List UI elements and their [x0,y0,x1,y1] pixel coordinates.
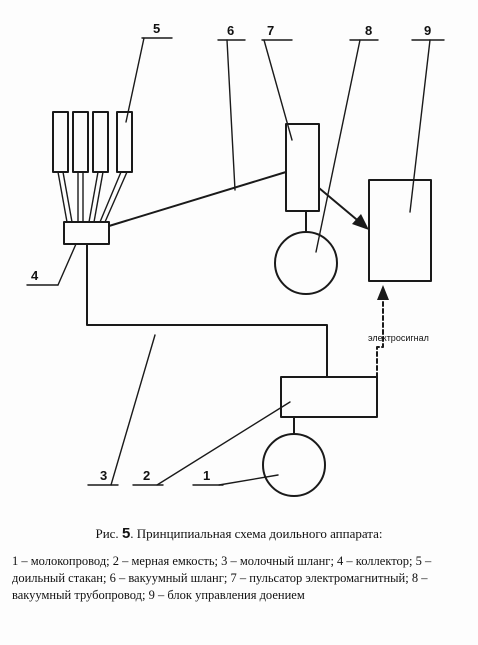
short-milk-tubes [57,171,128,223]
milking-machine-diagram: электросигнал 5 6 7 8 9 [26,21,445,497]
teat-cups [52,111,133,173]
vacuum-pipeline [274,231,338,295]
collector [63,221,110,245]
control-unit [368,179,432,282]
figure-caption: Рис. 5. Принципиальная схема доильного а… [0,525,478,542]
pulsator [285,123,320,212]
teat-cup-3 [92,111,109,173]
milk-line [262,433,326,497]
callouts: 5 6 7 8 9 4 3 [26,21,445,486]
label-9: 9 [424,23,431,38]
caption-prefix: Рис. [95,526,119,541]
label-6: 6 [227,23,234,38]
control-arrow-head [352,214,369,230]
caption-text: . Принципиальная схема доильного аппарат… [130,526,383,541]
label-4: 4 [31,268,39,283]
label-1: 1 [203,468,210,483]
control-arrow [318,187,363,225]
label-2: 2 [143,468,150,483]
label-5: 5 [153,21,160,36]
teat-cup-2 [72,111,89,173]
milk-hose [86,243,328,378]
vacuum-hose [108,171,287,227]
label-7: 7 [267,23,274,38]
electrosignal-arrow-head [377,285,389,300]
caption-number: 5 [121,525,131,542]
measuring-tank [280,376,378,418]
electrosignal-label: электросигнал [368,333,429,343]
label-3: 3 [100,468,107,483]
label-8: 8 [365,23,372,38]
figure-legend: 1 – молокопровод; 2 – мерная емкость; 3 … [12,554,432,602]
teat-cup-1 [52,111,69,173]
teat-cup-4 [116,111,133,173]
electrosignal-line [376,299,384,378]
